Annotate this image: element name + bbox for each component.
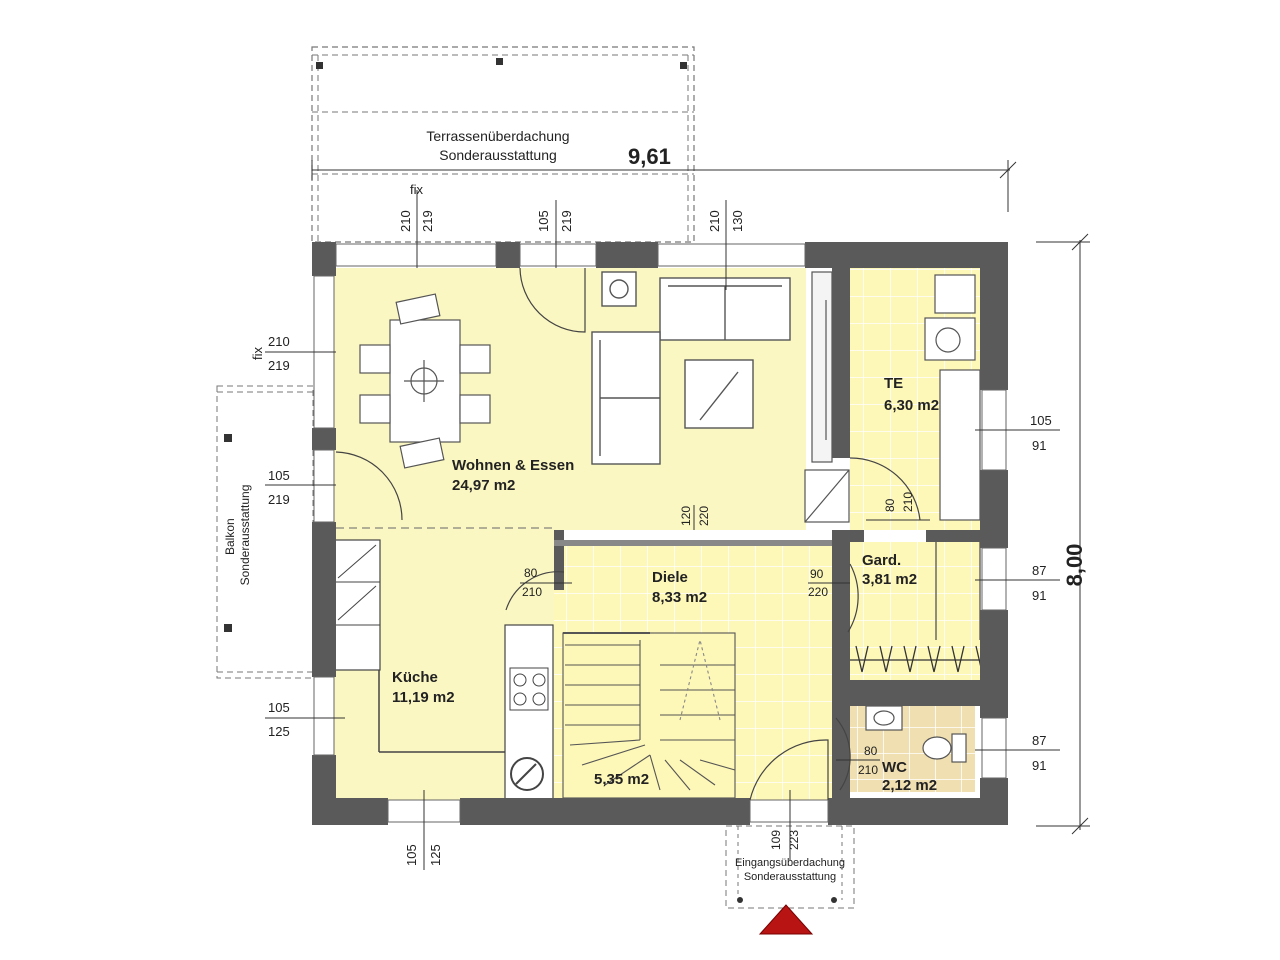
dim-right-te-b: 91: [1032, 438, 1046, 453]
dim-right-te-a: 105: [1030, 413, 1052, 428]
overall-width-label: 9,61: [628, 144, 671, 169]
fix-label-top: fix: [410, 182, 424, 197]
dim-top-win3-b: 130: [730, 210, 745, 232]
room-living-name: Wohnen & Essen: [452, 457, 574, 474]
door-swings: [335, 267, 921, 801]
wc-fixtures: [865, 705, 967, 763]
dim-top-door-a: 105: [536, 210, 551, 232]
dim-left-win1-b: 219: [268, 358, 290, 373]
walls: [312, 242, 1008, 825]
wardrobe-floor: [850, 542, 980, 680]
room-kitchen-name: Küche: [392, 669, 438, 686]
room-tech-area: 6,30 m2: [884, 397, 939, 414]
room-wardrobe-area: 3,81 m2: [862, 571, 917, 588]
entrance-roof-label-2: Sonderausstattung: [744, 871, 836, 883]
dim-top-win3-a: 210: [707, 210, 722, 232]
dim-right-gard-a: 87: [1032, 563, 1046, 578]
dim-wc-door-a: 80: [864, 744, 878, 758]
dining-table: [359, 293, 491, 469]
dim-kitchen-door-a: 80: [524, 566, 538, 580]
terrace-label-2: Sonderausstattung: [439, 147, 557, 163]
dim-left-win2-a: 105: [268, 700, 290, 715]
entrance-arrow-icon: [758, 904, 814, 935]
kitchen-counter: [333, 539, 554, 801]
dim-right-gard-b: 91: [1032, 588, 1046, 603]
terrace-roof: Terrassenüberdachung Sonderausstattung: [311, 46, 695, 243]
dim-right-wc-a: 87: [1032, 733, 1046, 748]
room-hall-area: 8,33 m2: [652, 589, 707, 606]
dim-living-open-a: 120: [679, 506, 693, 526]
dim-top-win1-a: 210: [398, 210, 413, 232]
overall-depth-dimension: 8,00: [1036, 233, 1090, 835]
wardrobe-rail: [850, 542, 983, 673]
dim-entry-door-a: 109: [769, 830, 783, 850]
dimension-leaders: [265, 190, 1060, 870]
dim-entry-door-b: 223: [787, 830, 801, 850]
room-stairs-area: 5,35 m2: [594, 771, 649, 788]
dim-kitchen-door-b: 210: [522, 585, 542, 599]
dim-te-door-b: 210: [901, 492, 915, 512]
overall-width-dimension: 9,61: [311, 144, 1017, 212]
dim-living-open-b: 220: [697, 506, 711, 526]
dim-gard-door-a: 90: [810, 567, 824, 581]
entrance-roof-label-1: Eingangsüberdachung: [735, 857, 845, 869]
room-tech-name: TE: [884, 375, 903, 392]
dim-te-door-a: 80: [883, 498, 897, 512]
dim-left-door-a: 105: [268, 468, 290, 483]
dim-gard-door-b: 220: [808, 585, 828, 599]
dim-top-door-b: 219: [559, 210, 574, 232]
room-hall-name: Diele: [652, 569, 688, 586]
balcony: Balkon Sonderausstattung: [216, 385, 314, 679]
room-kitchen-area: 11,19 m2: [392, 689, 455, 706]
dim-top-win1-b: 219: [420, 210, 435, 232]
dim-left-win1-a: 210: [268, 334, 290, 349]
dim-wc-door-b: 210: [858, 763, 878, 777]
dim-left-win2-b: 125: [268, 724, 290, 739]
tech-fixtures: [804, 271, 981, 523]
dim-left-door-b: 219: [268, 492, 290, 507]
staircase: [562, 632, 736, 799]
room-wc-area: 2,12 m2: [882, 777, 937, 794]
room-living-area: 24,97 m2: [452, 477, 515, 494]
room-wc-name: WC: [882, 759, 907, 776]
dim-bottom-win-b: 125: [428, 844, 443, 866]
balcony-label: Balkon Sonderausstattung: [223, 485, 252, 586]
fix-label-left: fix: [250, 347, 265, 361]
room-wardrobe-name: Gard.: [862, 552, 901, 569]
terrace-label-1: Terrassenüberdachung: [426, 128, 569, 144]
overall-depth-label: 8,00: [1062, 544, 1087, 587]
sofa: [591, 271, 791, 465]
dim-bottom-win-a: 105: [404, 844, 419, 866]
dim-right-wc-b: 91: [1032, 758, 1046, 773]
